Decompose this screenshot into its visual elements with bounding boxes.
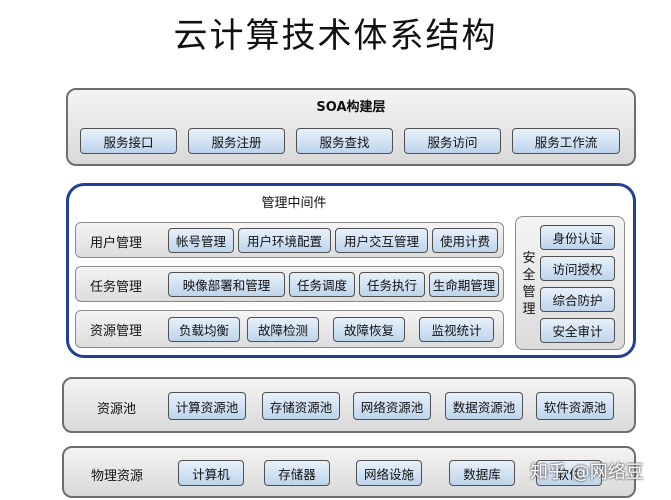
data-resource-pool: 数据资源池 xyxy=(445,392,523,420)
computer: 计算机 xyxy=(178,460,244,486)
resource-management-label: 资源管理 xyxy=(90,324,143,339)
security-management-label: 安全管理 xyxy=(522,251,536,317)
user-management-row: 用户管理 帐号管理 用户环境配置 用户交互管理 使用计费 xyxy=(75,222,504,258)
user-environment-config: 用户环境配置 xyxy=(238,228,331,253)
physical-resources-layer: 物理资源 计算机 存储器 网络设施 数据库 软件 xyxy=(62,446,636,498)
storage-resource-pool: 存储资源池 xyxy=(262,392,340,420)
watermark: 知乎 @网络豆 xyxy=(530,462,644,483)
identity-authentication: 身份认证 xyxy=(540,225,615,250)
monitoring-statistics: 监视统计 xyxy=(419,317,494,342)
software: 软件 xyxy=(536,460,602,486)
fault-recovery: 故障恢复 xyxy=(333,317,405,342)
lifecycle-management: 生命期管理 xyxy=(429,272,499,297)
account-management: 帐号管理 xyxy=(168,228,234,253)
middleware-layer: 管理中间件 用户管理 帐号管理 用户环境配置 用户交互管理 使用计费 任务管理 … xyxy=(66,183,636,358)
middleware-layer-label: 管理中间件 xyxy=(261,196,327,211)
storage-device: 存储器 xyxy=(264,460,330,486)
user-management-label: 用户管理 xyxy=(90,236,143,251)
fault-detection: 故障检测 xyxy=(247,317,319,342)
task-scheduling: 任务调度 xyxy=(289,272,355,297)
network-resource-pool: 网络资源池 xyxy=(353,392,431,420)
resource-management-row: 资源管理 负载均衡 故障检测 故障恢复 监视统计 xyxy=(75,310,504,348)
page-title: 云计算技术体系结构 xyxy=(173,16,498,56)
task-management-row: 任务管理 映像部署和管理 任务调度 任务执行 生命期管理 xyxy=(75,266,504,302)
soa-layer-label: SOA构建层 xyxy=(316,100,386,115)
user-interaction-management: 用户交互管理 xyxy=(335,228,428,253)
soa-service-interface: 服务接口 xyxy=(80,128,177,154)
task-management-label: 任务管理 xyxy=(90,280,143,295)
usage-billing: 使用计费 xyxy=(432,228,498,253)
software-resource-pool: 软件资源池 xyxy=(536,392,614,420)
security-management-panel: 安全管理 身份认证 访问授权 综合防护 安全审计 xyxy=(515,216,625,350)
soa-layer: SOA构建层 服务接口 服务注册 服务查找 服务访问 服务工作流 xyxy=(66,88,636,166)
resource-pool-layer: 资源池 计算资源池 存储资源池 网络资源池 数据资源池 软件资源池 xyxy=(62,377,636,433)
physical-resources-label: 物理资源 xyxy=(91,469,144,484)
compute-resource-pool: 计算资源池 xyxy=(168,392,246,420)
security-audit: 安全审计 xyxy=(540,318,615,343)
soa-service-workflow: 服务工作流 xyxy=(512,128,620,154)
access-authorization: 访问授权 xyxy=(540,256,615,281)
network-facilities: 网络设施 xyxy=(356,460,422,486)
comprehensive-protection: 综合防护 xyxy=(540,287,615,312)
resource-pool-label: 资源池 xyxy=(97,402,137,417)
task-execution: 任务执行 xyxy=(359,272,425,297)
soa-service-registry: 服务注册 xyxy=(188,128,285,154)
soa-service-access: 服务访问 xyxy=(404,128,501,154)
soa-service-lookup: 服务查找 xyxy=(296,128,393,154)
load-balancing: 负载均衡 xyxy=(168,317,240,342)
database: 数据库 xyxy=(449,460,515,486)
image-deploy-management: 映像部署和管理 xyxy=(168,272,285,297)
